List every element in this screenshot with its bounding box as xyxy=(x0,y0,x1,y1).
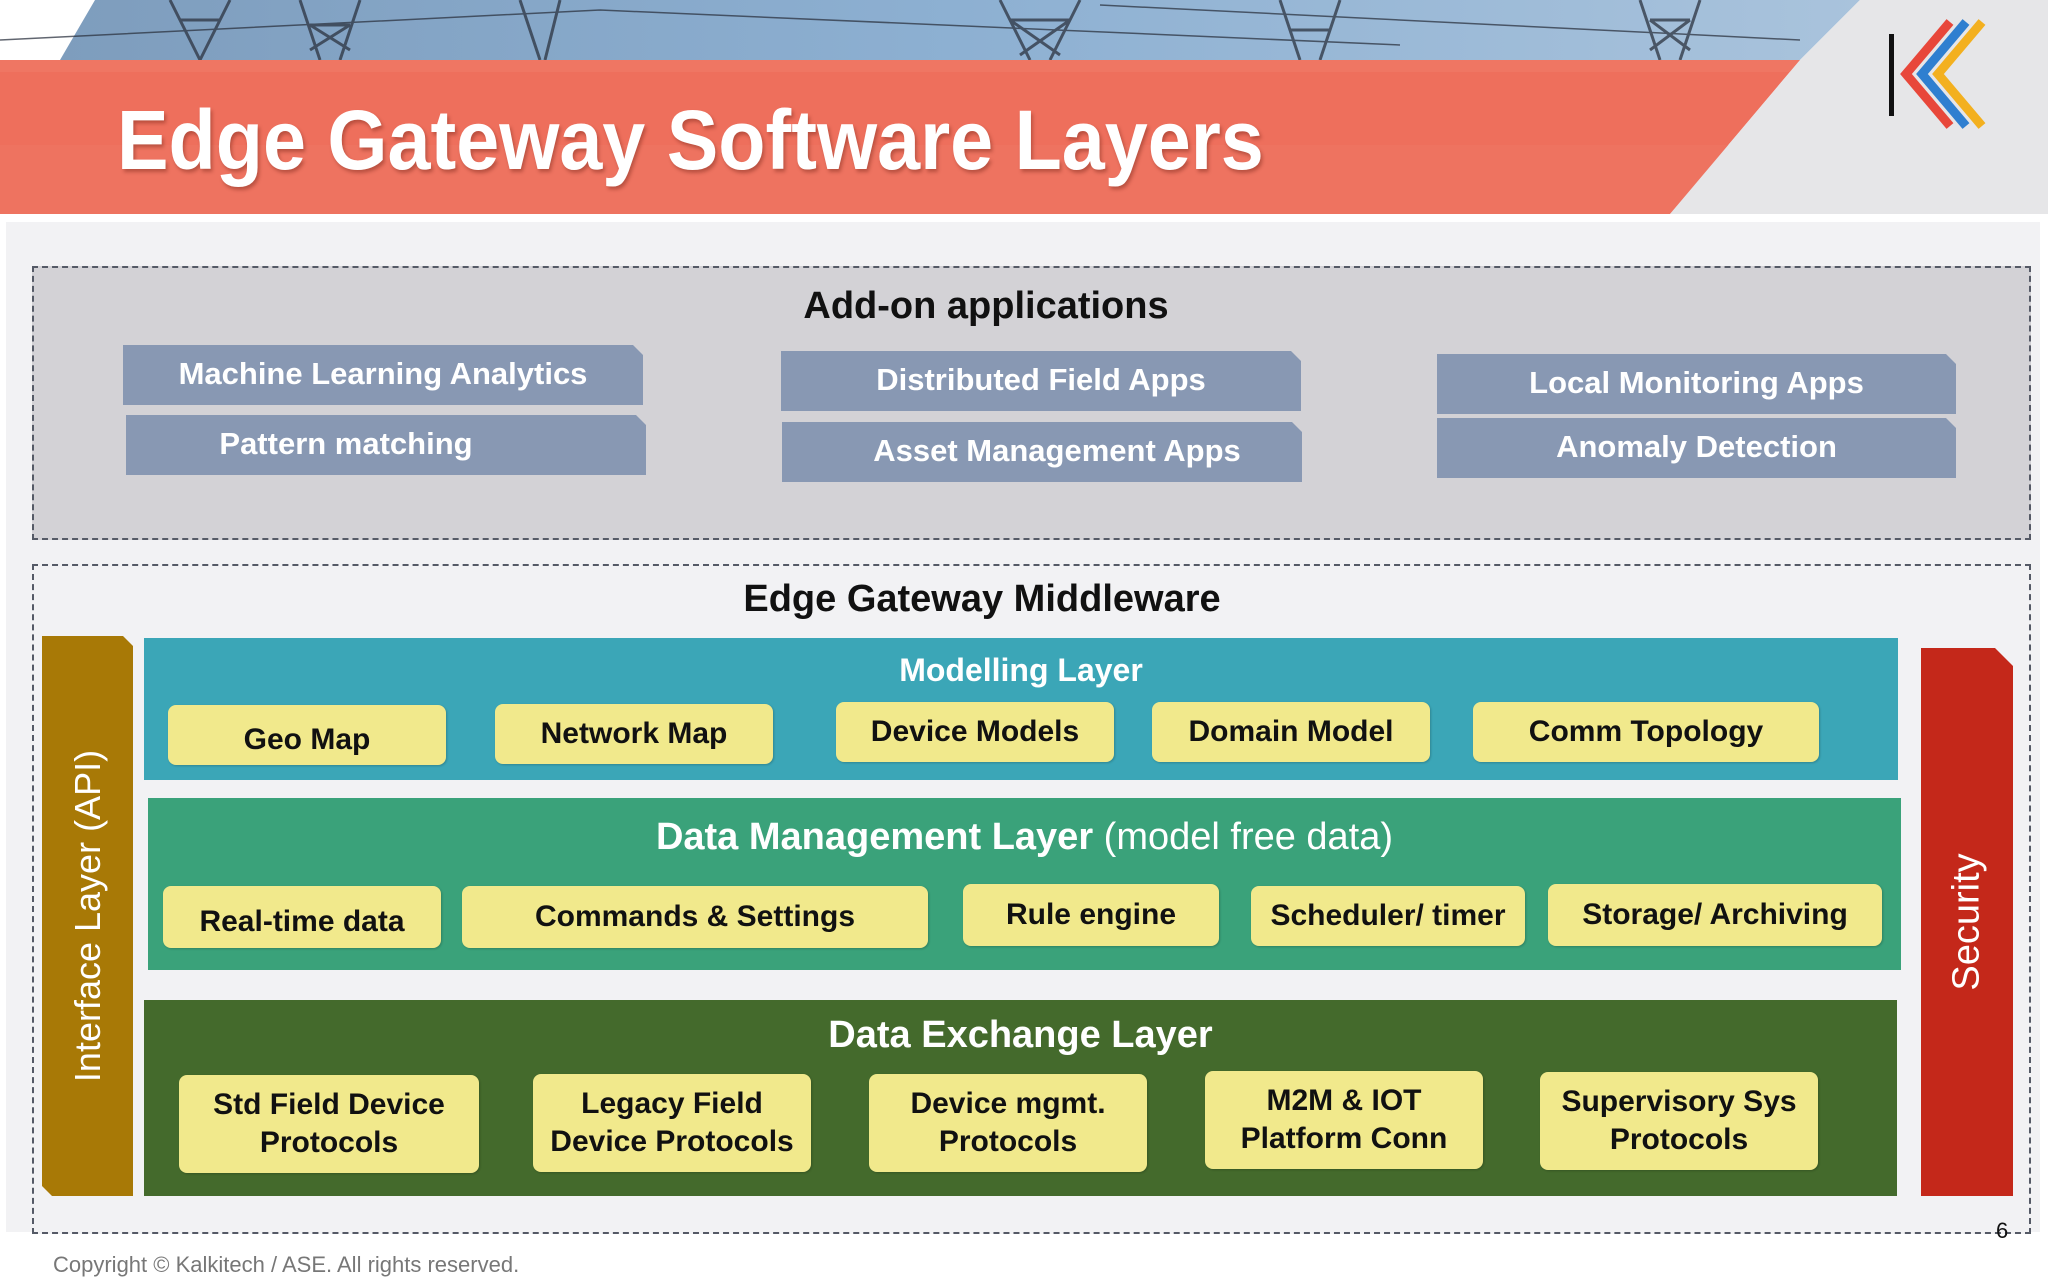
chip-legacy-line1: Legacy Field xyxy=(581,1087,763,1120)
chip-comm-topology: Comm Topology xyxy=(1473,702,1819,762)
addon-heading: Add-on applications xyxy=(803,285,1169,327)
app-machine-learning-analytics: Machine Learning Analytics xyxy=(123,345,643,405)
kalkitech-logo xyxy=(1889,19,1986,129)
chip-legacy-line2: Device Protocols xyxy=(550,1125,794,1158)
chip-network-map: Network Map xyxy=(495,704,773,764)
app-asset-management-apps: Asset Management Apps xyxy=(782,422,1302,482)
chip-real-time-data: Real-time data xyxy=(163,886,441,948)
chip-commands-settings: Commands & Settings xyxy=(462,886,928,948)
chip-scheduler-timer: Scheduler/ timer xyxy=(1251,886,1525,946)
copyright-text: Copyright © Kalkitech / ASE. All rights … xyxy=(53,1252,520,1277)
chip-rule-engine: Rule engine xyxy=(963,884,1219,946)
chip-m2m-line2: Platform Conn xyxy=(1240,1122,1448,1155)
app-local-monitoring-apps: Local Monitoring Apps xyxy=(1437,354,1956,414)
middleware-heading: Edge Gateway Middleware xyxy=(743,578,1221,620)
chip-device-models: Device Models xyxy=(836,702,1114,762)
header-banner: Edge Gateway Software Layers xyxy=(0,0,2048,220)
chip-supervisory-line1: Supervisory Sys xyxy=(1561,1085,1797,1118)
chip-legacy-field-device-protocols: Legacy Field Device Protocols xyxy=(533,1074,811,1172)
security-label: Security xyxy=(1945,853,1988,991)
pylon-lines xyxy=(0,0,1801,61)
app-distributed-field-apps: Distributed Field Apps xyxy=(781,351,1301,411)
chip-device-mgmt-line1: Device mgmt. xyxy=(910,1087,1106,1120)
modelling-layer-title: Modelling Layer xyxy=(899,652,1143,688)
banner-background xyxy=(0,0,2048,220)
chip-std-field-device-protocols: Std Field Device Protocols xyxy=(179,1075,479,1173)
chip-supervisory-line2: Protocols xyxy=(1609,1123,1749,1156)
app-pattern-matching: Pattern matching xyxy=(126,415,646,475)
chip-m2m-iot-platform-conn: M2M & IOT Platform Conn xyxy=(1205,1071,1483,1169)
chip-device-mgmt-line2: Protocols xyxy=(938,1125,1078,1158)
data-exchange-layer-title: Data Exchange Layer xyxy=(828,1014,1213,1056)
chip-std-field-line1: Std Field Device xyxy=(213,1088,445,1121)
security-bar: Security xyxy=(1921,648,2013,1196)
app-anomaly-detection: Anomaly Detection xyxy=(1437,418,1956,478)
chip-storage-archiving: Storage/ Archiving xyxy=(1548,884,1882,946)
chip-std-field-line2: Protocols xyxy=(259,1126,399,1159)
interface-layer-label: Interface Layer (API) xyxy=(66,749,108,1083)
chip-m2m-line1: M2M & IOT xyxy=(1266,1084,1422,1117)
page-number: 6 xyxy=(1996,1218,2009,1243)
chip-supervisory-sys-protocols: Supervisory Sys Protocols xyxy=(1540,1072,1818,1170)
data-management-layer-title: Data Management Layer (model free data) xyxy=(148,816,1901,859)
data-management-subtitle: (model free data) xyxy=(1103,816,1394,858)
data-management-title-text: Data Management Layer xyxy=(655,816,1094,858)
page-title: Edge Gateway Software Layers xyxy=(117,93,1264,187)
chip-geo-map: Geo Map xyxy=(168,705,446,765)
interface-layer-bar: Interface Layer (API) xyxy=(42,636,133,1196)
chip-domain-model: Domain Model xyxy=(1152,702,1430,762)
chip-device-mgmt-protocols: Device mgmt. Protocols xyxy=(869,1074,1147,1172)
